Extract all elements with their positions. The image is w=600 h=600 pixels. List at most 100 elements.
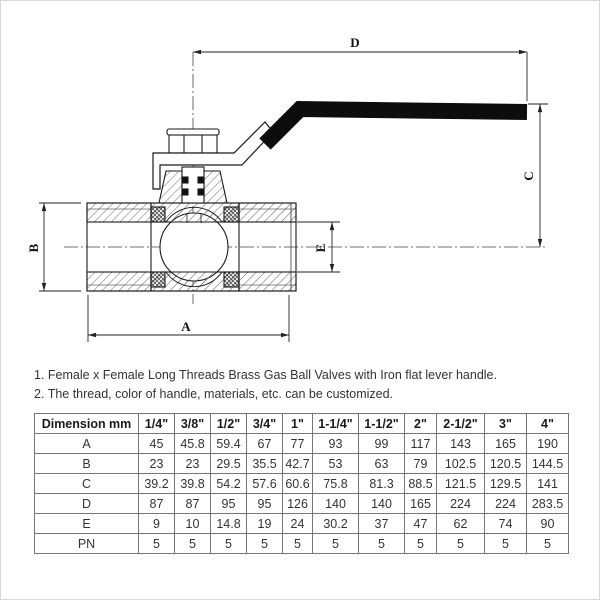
dim-label-A: A <box>181 319 191 334</box>
valve-technical-drawing: D C B E A <box>26 35 548 342</box>
value-cell: 45 <box>138 433 175 454</box>
value-cell: 5 <box>526 533 569 554</box>
value-cell: 45.8 <box>174 433 211 454</box>
dim-label-C: C <box>521 171 536 180</box>
ball <box>159 212 229 282</box>
value-cell: 224 <box>436 493 485 514</box>
value-cell: 5 <box>138 533 175 554</box>
value-cell: 87 <box>174 493 211 514</box>
stem-washer <box>166 128 220 136</box>
value-cell: 60.6 <box>282 473 313 494</box>
header-cell-size: 3/4" <box>246 413 283 434</box>
row-label-cell: D <box>34 493 139 514</box>
value-cell: 74 <box>484 513 527 534</box>
value-cell: 59.4 <box>210 433 247 454</box>
left-port-bottom-thread <box>86 271 152 292</box>
header-cell-size: 1-1/4" <box>312 413 359 434</box>
seat-bottom-left <box>150 271 166 288</box>
value-cell: 165 <box>404 493 437 514</box>
header-cell-size: 2" <box>404 413 437 434</box>
value-cell: 224 <box>484 493 527 514</box>
row-label-cell: E <box>34 513 139 534</box>
ball-bottom-crescent <box>165 271 223 288</box>
header-cell-size: 4" <box>526 413 569 434</box>
value-cell: 143 <box>436 433 485 454</box>
value-cell: 141 <box>526 473 569 494</box>
value-cell: 79 <box>404 453 437 474</box>
value-cell: 90 <box>526 513 569 534</box>
value-cell: 5 <box>358 533 405 554</box>
value-cell: 23 <box>138 453 175 474</box>
product-notes: 1. Female x Female Long Threads Brass Ga… <box>34 366 574 404</box>
note-line-1: 1. Female x Female Long Threads Brass Ga… <box>34 366 574 385</box>
value-cell: 99 <box>358 433 405 454</box>
header-cell-size: 3/8" <box>174 413 211 434</box>
value-cell: 95 <box>210 493 247 514</box>
value-cell: 5 <box>312 533 359 554</box>
seat-top-right <box>223 206 240 223</box>
row-label-cell: A <box>34 433 139 454</box>
header-cell-size: 1/2" <box>210 413 247 434</box>
handle-grip <box>259 100 528 150</box>
value-cell: 81.3 <box>358 473 405 494</box>
dimensions <box>39 49 548 342</box>
value-cell: 29.5 <box>210 453 247 474</box>
value-cell: 126 <box>282 493 313 514</box>
header-cell-size: 1/4" <box>138 413 175 434</box>
value-cell: 37 <box>358 513 405 534</box>
value-cell: 140 <box>312 493 359 514</box>
value-cell: 283.5 <box>526 493 569 514</box>
row-label-cell: C <box>34 473 139 494</box>
seat-bottom-right <box>223 271 240 288</box>
value-cell: 129.5 <box>484 473 527 494</box>
header-cell-dimension: Dimension mm <box>34 413 139 434</box>
note-2-text: The thread, color of handle, materials, … <box>47 387 394 401</box>
value-cell: 121.5 <box>436 473 485 494</box>
value-cell: 9 <box>138 513 175 534</box>
value-cell: 5 <box>484 533 527 554</box>
handle-arm <box>152 121 274 190</box>
note-1-text: Female x Female Long Threads Brass Gas B… <box>47 368 497 382</box>
value-cell: 93 <box>312 433 359 454</box>
value-cell: 23 <box>174 453 211 474</box>
note-2-number: 2. <box>34 387 45 401</box>
value-cell: 14.8 <box>210 513 247 534</box>
header-cell-size: 1-1/2" <box>358 413 405 434</box>
value-cell: 5 <box>404 533 437 554</box>
value-cell: 144.5 <box>526 453 569 474</box>
value-cell: 42.7 <box>282 453 313 474</box>
row-label-cell: PN <box>34 533 139 554</box>
dim-label-E: E <box>313 244 328 253</box>
centerlines <box>64 52 547 304</box>
valve-body <box>86 202 297 292</box>
value-cell: 35.5 <box>246 453 283 474</box>
value-cell: 102.5 <box>436 453 485 474</box>
value-cell: 47 <box>404 513 437 534</box>
value-cell: 24 <box>282 513 313 534</box>
value-cell: 120.5 <box>484 453 527 474</box>
value-cell: 5 <box>210 533 247 554</box>
gland-left <box>158 170 183 204</box>
header-cell-size: 1" <box>282 413 313 434</box>
stem-nut <box>168 134 218 154</box>
seat-top-left <box>150 206 166 223</box>
value-cell: 10 <box>174 513 211 534</box>
value-cell: 88.5 <box>404 473 437 494</box>
value-cell: 117 <box>404 433 437 454</box>
value-cell: 140 <box>358 493 405 514</box>
value-cell: 77 <box>282 433 313 454</box>
value-cell: 190 <box>526 433 569 454</box>
value-cell: 53 <box>312 453 359 474</box>
value-cell: 30.2 <box>312 513 359 534</box>
value-cell: 39.8 <box>174 473 211 494</box>
value-cell: 5 <box>436 533 485 554</box>
value-cell: 5 <box>282 533 313 554</box>
